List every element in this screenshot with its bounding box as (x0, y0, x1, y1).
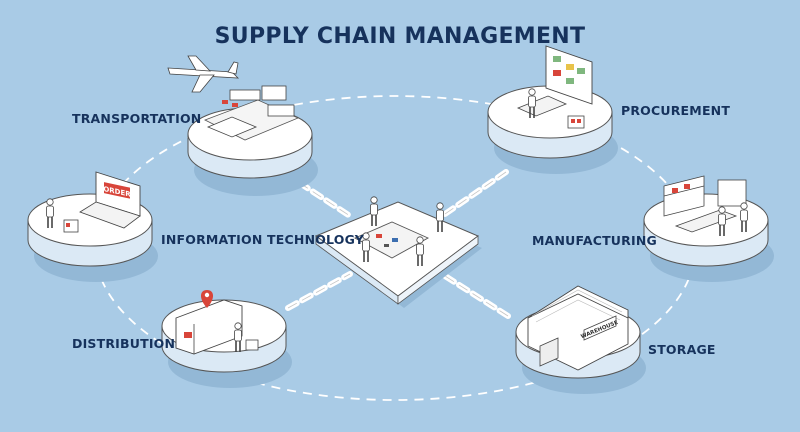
platform-transportation (187, 85, 318, 196)
label-procurement: PROCUREMENT (621, 103, 731, 118)
label-information-technology: INFORMATION TECHNOLOGY (161, 232, 365, 247)
page-title: SUPPLY CHAIN MANAGEMENT (214, 24, 586, 49)
center-hub (314, 196, 482, 308)
platform-manufacturing (643, 175, 774, 282)
label-distribution: DISTRIBUTION (72, 336, 176, 351)
platform-information-technology: ORDER (27, 171, 158, 282)
platform-storage: WAREHOUSE (515, 285, 646, 394)
label-manufacturing: MANUFACTURING (532, 233, 657, 248)
platform-distribution (161, 290, 292, 388)
location-pin-icon (200, 290, 214, 308)
label-transportation: TRANSPORTATION (72, 111, 202, 126)
label-storage: STORAGE (648, 342, 716, 357)
platform-procurement (487, 45, 618, 174)
airplane-icon (167, 55, 240, 93)
